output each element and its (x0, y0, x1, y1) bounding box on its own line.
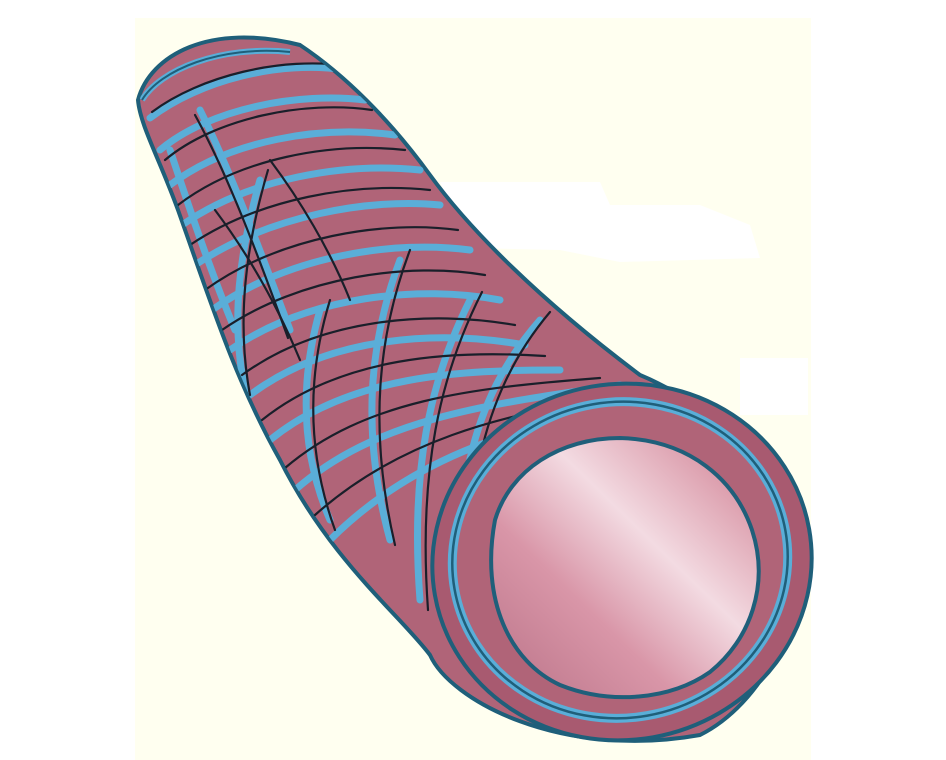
background-patch (740, 358, 808, 415)
lumen-icon (491, 438, 759, 697)
